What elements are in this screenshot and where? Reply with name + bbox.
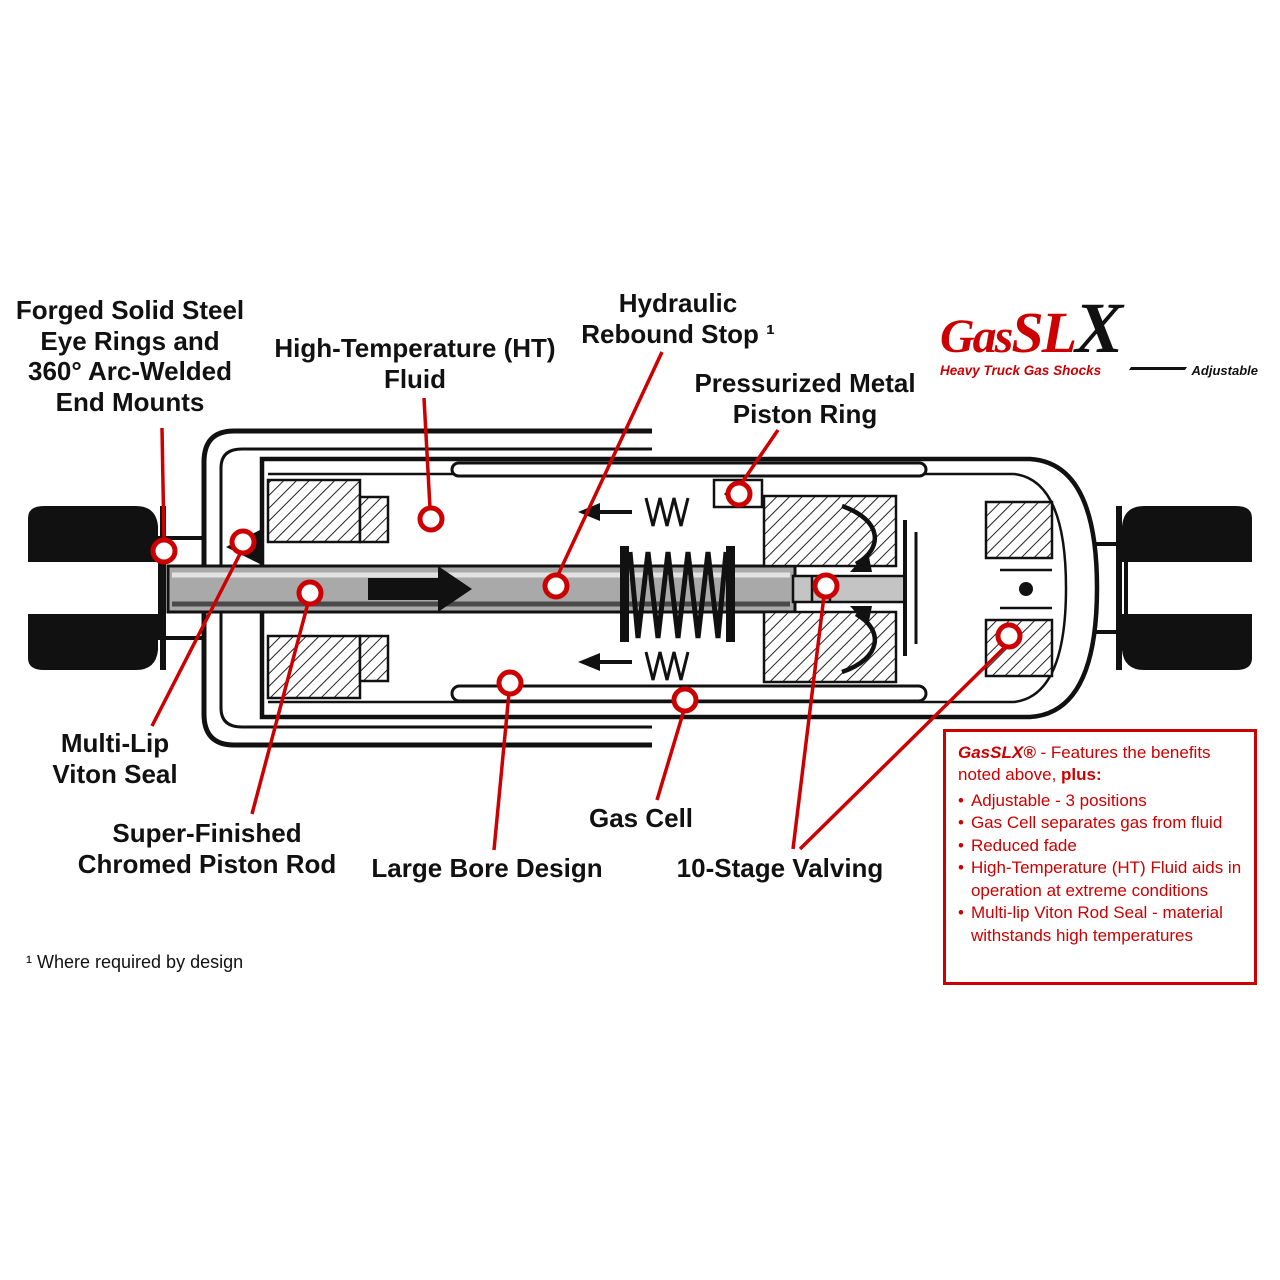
label-viton-seal: Multi-Lip Viton Seal [52,728,178,789]
features-brand-name: GasSLX® [958,743,1036,762]
label-gas-cell: Gas Cell [588,803,694,833]
label-valving: 10-Stage Valving [676,853,884,883]
features-intro-text: - Features the benefits noted above, [958,743,1211,785]
direction-arrow-icon [368,566,472,612]
features-intro-plus: plus: [1061,765,1102,785]
swoosh-line [1128,367,1187,371]
label-ht-fluid: High-Temperature (HT) Fluid [274,333,556,394]
brand-adjustable-badge: Adjustable [1191,362,1258,378]
feature-item: • Adjustable - 3 positions [958,790,1242,812]
bullet-icon: • [958,903,964,923]
coil-spring-graphic [620,497,735,681]
label-piston-ring: Pressurized Metal Piston Ring [694,368,916,429]
callout-markers [150,480,1023,714]
features-box: GasSLX® - Features the benefits noted ab… [943,729,1257,985]
bullet-icon: • [958,858,964,878]
valving-body-graphic [762,494,918,684]
label-large-bore: Large Bore Design [371,853,603,883]
feature-item: • Multi-lip Viton Rod Seal - material wi… [958,902,1242,947]
bullet-icon: • [958,790,964,810]
feature-text: Adjustable - 3 positions [970,790,1147,810]
bullet-icon: • [958,813,964,833]
feature-item: • Reduced fade [958,835,1242,857]
callout-leader-lines [150,351,1009,851]
inner-tube-top-graphic [450,461,928,478]
label-end-mounts: Forged Solid Steel Eye Rings and 360° Ar… [15,295,245,418]
feature-item: • Gas Cell separates gas from fluid [958,812,1242,834]
label-piston-rod: Super-Finished Chromed Piston Rod [77,818,337,879]
features-intro: GasSLX® - Features the benefits noted ab… [958,742,1242,787]
right-eye-mount-graphic [1092,506,1252,670]
flow-arrows-graphic [578,503,632,671]
feature-text: Gas Cell separates gas from fluid [970,813,1223,833]
brand-sl-text: SL [1011,300,1077,365]
bullet-icon: • [958,835,964,855]
brand-wordmark: GasSLX [940,292,1258,364]
brand-gas-text: Gas [940,310,1013,363]
brand-logo: GasSLX Heavy Truck Gas Shocks Adjustable [940,292,1258,378]
feature-text: Multi-lip Viton Rod Seal - material with… [970,903,1223,945]
left-eye-mount-graphic [28,506,208,670]
feature-text: Reduced fade [970,835,1077,855]
feature-text: High-Temperature (HT) Fluid aids in oper… [970,858,1242,900]
brand-x-text: X [1075,288,1123,368]
feature-item: • High-Temperature (HT) Fluid aids in op… [958,857,1242,902]
rod-guide-graphic [266,478,390,700]
footnote: ¹ Where required by design [26,952,244,972]
label-rebound-stop: Hydraulic Rebound Stop ¹ [581,288,775,349]
brand-tagline: Heavy Truck Gas Shocks [940,362,1102,378]
